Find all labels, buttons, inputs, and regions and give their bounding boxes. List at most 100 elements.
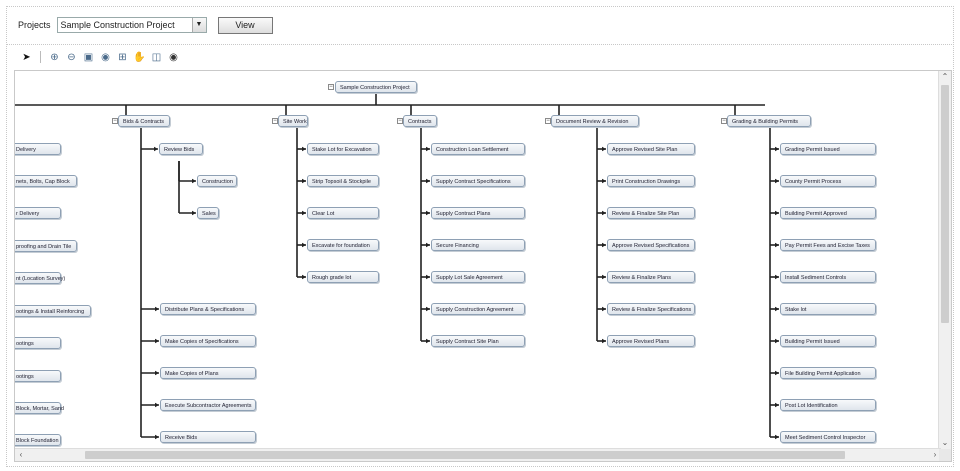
zoom-fit-icon[interactable]: ▣ <box>83 51 94 63</box>
task-node[interactable]: Building Permit Issued <box>780 335 876 347</box>
zoom-in-icon[interactable]: ⊕ <box>50 51 59 63</box>
connector-arrow <box>775 370 779 376</box>
scroll-left-icon[interactable]: ‹ <box>19 450 23 459</box>
task-node[interactable]: Supply Lot Sale Agreement <box>431 271 525 283</box>
task-node[interactable]: Approve Revised Specifications <box>607 239 695 251</box>
task-node[interactable]: Supply Contract Site Plan <box>431 335 525 347</box>
task-node[interactable]: Supply Contract Plans <box>431 207 525 219</box>
connector-arrow <box>602 178 606 184</box>
task-node[interactable]: Construction Loan Settlement <box>431 143 525 155</box>
branch-node[interactable]: Contracts <box>403 115 437 127</box>
scroll-up-icon[interactable]: ⌃ <box>941 72 949 81</box>
task-node[interactable]: Review Bids <box>159 143 203 155</box>
task-node[interactable]: Review & Finalize Specifications <box>607 303 695 315</box>
task-node[interactable]: Make Copies of Plans <box>160 367 256 379</box>
partial-task-node[interactable]: proofing and Drain Tile <box>15 240 77 252</box>
task-node[interactable]: Receive Bids <box>160 431 256 443</box>
task-node[interactable]: County Permit Process <box>780 175 876 187</box>
connector-arrow <box>426 338 430 344</box>
pan-hand-icon[interactable]: ✋ <box>133 51 146 63</box>
connector-arrow <box>155 402 159 408</box>
partial-task-node[interactable]: Block Foundation <box>15 434 61 446</box>
root-node[interactable]: Sample Construction Project <box>335 81 417 93</box>
connector-arrow <box>302 242 306 248</box>
task-node[interactable]: Approve Revised Site Plan <box>607 143 695 155</box>
scroll-down-icon[interactable]: ⌄ <box>941 438 949 447</box>
task-node[interactable]: Construction <box>197 175 237 187</box>
frame-guide <box>6 6 954 7</box>
task-node[interactable]: File Building Permit Application <box>780 367 876 379</box>
horizontal-scrollbar[interactable]: ‹ › <box>15 448 941 461</box>
vertical-scrollbar[interactable]: ⌃ ⌄ <box>938 71 951 449</box>
task-node[interactable]: Building Permit Approved <box>780 207 876 219</box>
task-node[interactable]: Review & Finalize Plans <box>607 271 695 283</box>
connector-arrow <box>602 306 606 312</box>
task-node[interactable]: Approve Revised Plans <box>607 335 695 347</box>
chevron-down-icon[interactable]: ▼ <box>191 18 206 32</box>
collapse-toggle-icon[interactable]: − <box>112 118 118 124</box>
task-node[interactable]: Stake Lot for Excavation <box>307 143 379 155</box>
frame-guide <box>6 466 954 467</box>
connector-arrow <box>775 146 779 152</box>
collapse-toggle-icon[interactable]: − <box>328 84 334 90</box>
task-node[interactable]: Install Sediment Controls <box>780 271 876 283</box>
task-node[interactable]: Supply Contract Specifications <box>431 175 525 187</box>
scroll-corner <box>939 449 951 461</box>
connector-arrow <box>192 210 196 216</box>
task-node[interactable]: Sales <box>197 207 219 219</box>
collapse-toggle-icon[interactable]: − <box>721 118 727 124</box>
view-button[interactable]: View <box>217 16 273 34</box>
task-node[interactable]: Rough grade lot <box>307 271 379 283</box>
task-node[interactable]: Meet Sediment Control Inspector <box>780 431 876 443</box>
connector-arrow <box>775 338 779 344</box>
branch-node[interactable]: Grading & Building Permits <box>727 115 811 127</box>
partial-task-node[interactable]: ootings <box>15 337 61 349</box>
zoom-100-icon[interactable]: ◉ <box>101 51 110 63</box>
print-preview-icon[interactable]: ◫ <box>151 51 162 63</box>
connector-arrow <box>155 370 159 376</box>
zoom-out-icon[interactable]: ⊖ <box>67 51 76 63</box>
task-node[interactable]: Strip Topsoil & Stockpile <box>307 175 379 187</box>
task-node[interactable]: Print Construction Drawings <box>607 175 695 187</box>
partial-task-node[interactable]: nets, Bolts, Cap Block <box>15 175 77 187</box>
connector-arrow <box>155 434 159 440</box>
partial-task-node[interactable]: ootings <box>15 370 61 382</box>
partial-task-node[interactable]: r Delivery <box>15 207 61 219</box>
task-node[interactable]: Grading Permit Issued <box>780 143 876 155</box>
partial-task-node[interactable]: nt (Location Survey) <box>15 272 65 284</box>
collapse-toggle-icon[interactable]: − <box>397 118 403 124</box>
branch-node[interactable]: Bids & Contracts <box>118 115 170 127</box>
task-node[interactable]: Excavate for foundation <box>307 239 379 251</box>
collapse-toggle-icon[interactable]: − <box>272 118 278 124</box>
connector-lines <box>15 93 779 440</box>
task-node[interactable]: Clear Lot <box>307 207 379 219</box>
connector-arrow <box>155 306 159 312</box>
partial-task-node[interactable]: Delivery <box>15 143 61 155</box>
branch-node[interactable]: Site Work <box>278 115 308 127</box>
binoculars-icon[interactable]: ◉ <box>169 51 178 63</box>
vertical-scroll-thumb[interactable] <box>941 85 949 323</box>
task-node[interactable]: Supply Construction Agreement <box>431 303 525 315</box>
connector-arrow <box>775 274 779 280</box>
horizontal-scroll-thumb[interactable] <box>85 451 845 459</box>
task-node[interactable]: Post Lot Identification <box>780 399 876 411</box>
task-node[interactable]: Make Copies of Specifications <box>160 335 256 347</box>
project-dropdown[interactable]: Sample Construction Project ▼ <box>56 17 207 33</box>
branch-node[interactable]: Document Review & Revision <box>551 115 639 127</box>
task-node[interactable]: Pay Permit Fees and Excise Taxes <box>780 239 876 251</box>
connector-arrow <box>775 402 779 408</box>
zoom-region-icon[interactable]: ⊞ <box>118 51 127 63</box>
task-node[interactable]: Stake lot <box>780 303 876 315</box>
task-node[interactable]: Review & Finalize Site Plan <box>607 207 695 219</box>
partial-task-node[interactable]: ootings & Install Reinforcing <box>15 305 91 317</box>
collapse-toggle-icon[interactable]: − <box>545 118 551 124</box>
task-node[interactable]: Execute Subcontractor Agreements <box>160 399 256 411</box>
partial-task-node[interactable]: Block, Mortar, Sand <box>15 402 64 414</box>
pointer-icon[interactable]: ➤ <box>22 51 31 63</box>
scroll-right-icon[interactable]: › <box>933 450 937 459</box>
project-dropdown-value: Sample Construction Project <box>60 20 175 30</box>
connector-arrow <box>775 178 779 184</box>
task-node[interactable]: Distribute Plans & Specifications <box>160 303 256 315</box>
task-node[interactable]: Secure Financing <box>431 239 525 251</box>
